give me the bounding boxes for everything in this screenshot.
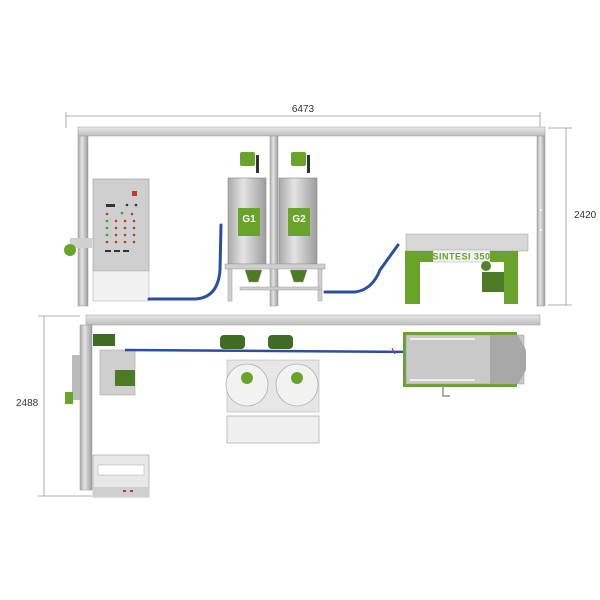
tank-label-g2: G2 [292, 214, 306, 225]
control-buttons [105, 203, 138, 244]
tank-g2: G2 [278, 152, 318, 265]
plan-left-unit [65, 334, 136, 404]
plan-extruder [391, 332, 526, 397]
tank-base-frame [224, 263, 326, 302]
dimension-label-height: 2420 [574, 210, 597, 221]
side-motor [64, 238, 92, 256]
sintesi-350-machine: SINTESI 350 [405, 233, 529, 304]
tank-label-g1: G1 [242, 214, 256, 225]
dimension-label-depth: 2488 [16, 398, 39, 409]
dimension-elevation-height: 2420 [548, 127, 597, 306]
plan-control-cabinet [92, 454, 150, 498]
plan-transfer-pipe [124, 348, 421, 354]
plan-twin-mixers [220, 335, 320, 444]
dimension-label-width: 6473 [292, 104, 315, 115]
dimension-overall-width: 6473 [65, 104, 541, 128]
hoses-elevation [147, 223, 400, 301]
tank-g1: G1 [227, 152, 267, 265]
plan-gantry-beam [79, 314, 541, 491]
control-cabinet [92, 178, 150, 302]
machine-name-plate: SINTESI 350 [432, 252, 490, 262]
gantry-frame [77, 126, 546, 307]
dimension-plan-depth: 2488 [16, 315, 92, 497]
